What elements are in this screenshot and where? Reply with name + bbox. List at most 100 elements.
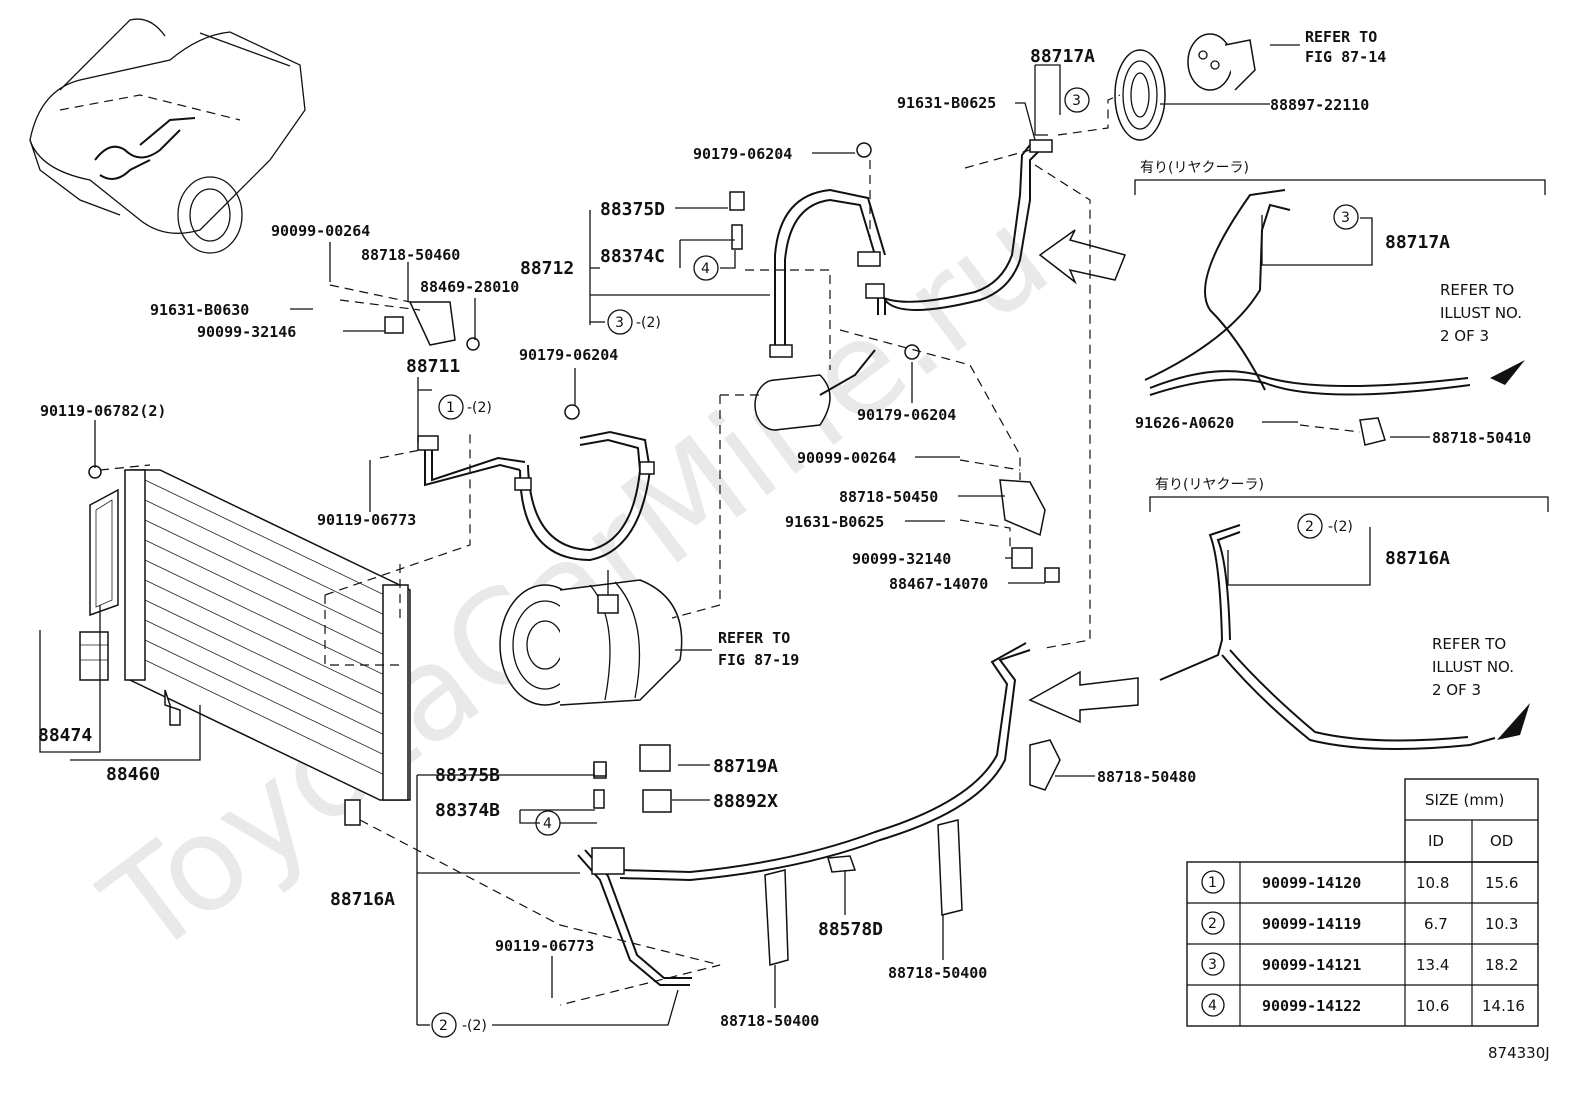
figure-id: 874330J (1488, 1044, 1550, 1062)
flow-arrow-upper (1038, 229, 1127, 285)
label-88718-50460: 88718-50460 (361, 246, 460, 264)
suction-pipe-88717A-illustration (865, 139, 1053, 315)
row-3-od: 18.2 (1485, 956, 1518, 974)
label-90179-06204-top: 90179-06204 (693, 145, 792, 163)
discharge-hose-illustration (754, 188, 886, 431)
label-88469-28010: 88469-28010 (420, 278, 519, 296)
circled-callouts: 3 4 3 -(2) 1 -(2) 3 2 -(2) 4 2 -(2) (431, 87, 1359, 1038)
row-1-part: 90099-14120 (1262, 874, 1361, 892)
label-88474: 88474 (38, 725, 92, 746)
liquid-pipe-88716A-illustration (577, 642, 1031, 986)
label-88578D: 88578D (818, 919, 883, 940)
row-4-id: 10.6 (1416, 997, 1449, 1015)
rear-cooler-pipe-upper-illustration (1144, 189, 1471, 396)
rear-cooler-note-lower: 有り(リヤクーラ) (1155, 477, 1264, 493)
label-88718-50410: 88718-50410 (1432, 429, 1531, 447)
callout-2-right: 2 (1305, 519, 1314, 535)
table-row: 4 90099-14122 10.6 14.16 (1201, 993, 1525, 1017)
refer-fig-87-19-line2: FIG 87-19 (718, 651, 799, 669)
row-2-part: 90099-14119 (1262, 915, 1361, 933)
label-88718-50450: 88718-50450 (839, 488, 938, 506)
compressor-illustration (499, 570, 683, 706)
clamps-and-brackets (88, 142, 1386, 966)
refer-fig-87-14-line2: FIG 87-14 (1305, 48, 1386, 66)
callout-2-low-qty: -(2) (462, 1018, 487, 1034)
seal-ring-illustration (1114, 49, 1166, 141)
row-2-id: 6.7 (1424, 915, 1448, 933)
label-88716A-left: 88716A (330, 889, 395, 910)
row-4-part: 90099-14122 (1262, 997, 1361, 1015)
label-88467-14070: 88467-14070 (889, 575, 988, 593)
label-90099-32146: 90099-32146 (197, 323, 296, 341)
callout-3-right: 3 (1341, 210, 1350, 226)
label-90179-06204-mid: 90179-06204 (519, 346, 618, 364)
row-1-od: 15.6 (1485, 874, 1518, 892)
label-91626-A0620: 91626-A0620 (1135, 414, 1234, 432)
label-88717A-top: 88717A (1030, 46, 1095, 67)
callout-4-low: 4 (543, 816, 552, 832)
label-88718-50400-a: 88718-50400 (888, 964, 987, 982)
refer-fig-87-19-line1: REFER TO (718, 629, 790, 647)
row-3-num: 3 (1208, 957, 1217, 973)
row-1-id: 10.8 (1416, 874, 1449, 892)
label-88897-22110: 88897-22110 (1270, 96, 1369, 114)
row-1-num: 1 (1208, 875, 1217, 891)
table-row: 3 90099-14121 13.4 18.2 (1201, 952, 1518, 976)
refer-illust-upper-line3: 2 OF 3 (1440, 327, 1489, 345)
label-90179-06204-right: 90179-06204 (857, 406, 956, 424)
condenser-illustration (124, 469, 411, 826)
refer-illust-lower-line3: 2 OF 3 (1432, 681, 1481, 699)
row-3-id: 13.4 (1416, 956, 1449, 974)
label-88711: 88711 (406, 356, 460, 377)
refer-illust-upper-line2: ILLUST NO. (1440, 304, 1522, 322)
row-2-num: 2 (1208, 916, 1217, 932)
refer-fig-87-14-line1: REFER TO (1305, 28, 1377, 46)
label-90099-00264-left: 90099-00264 (271, 222, 370, 240)
row-3-part: 90099-14121 (1262, 956, 1361, 974)
callout-3-top: 3 (1072, 93, 1081, 109)
label-90119-06782: 90119-06782(2) (40, 402, 166, 420)
refer-arrow-lower (1497, 703, 1530, 740)
callout-1-mid: 1 (446, 400, 455, 416)
flow-arrow-lower (1028, 670, 1139, 724)
label-88374C: 88374C (600, 246, 665, 267)
expansion-valve-illustration (1187, 33, 1256, 91)
label-88375D: 88375D (600, 199, 665, 220)
label-91631-B0630: 91631-B0630 (150, 301, 249, 319)
label-88717A-right: 88717A (1385, 232, 1450, 253)
label-88712: 88712 (520, 258, 574, 279)
label-90119-06773-a: 90119-06773 (317, 511, 416, 529)
vehicle-outline-illustration (29, 18, 306, 254)
size-table-header: SIZE (mm) (1425, 791, 1504, 809)
suction-hose-illustration (417, 430, 655, 562)
label-88374B: 88374B (435, 800, 500, 821)
refer-illust-lower-line2: ILLUST NO. (1432, 658, 1514, 676)
rear-cooler-note-upper: 有り(リヤクーラ) (1140, 160, 1249, 176)
label-88719A: 88719A (713, 756, 778, 777)
callout-3-mid-qty: -(2) (636, 315, 661, 331)
table-row: 2 90099-14119 6.7 10.3 (1201, 911, 1518, 935)
row-2-od: 10.3 (1485, 915, 1518, 933)
label-88718-50480: 88718-50480 (1097, 768, 1196, 786)
label-91631-B0625-right: 91631-B0625 (785, 513, 884, 531)
leader-lines (39, 44, 1430, 1026)
variant-notes: 有り(リヤクーラ) 有り(リヤクーラ) (1134, 160, 1549, 512)
refer-illust-lower-line1: REFER TO (1432, 635, 1506, 653)
callout-3-mid: 3 (615, 315, 624, 331)
label-88716A-right: 88716A (1385, 548, 1450, 569)
table-row: 1 90099-14120 10.8 15.6 (1201, 870, 1518, 894)
size-table-col-id: ID (1428, 832, 1444, 850)
label-90099-32140: 90099-32140 (852, 550, 951, 568)
label-90099-00264-right: 90099-00264 (797, 449, 896, 467)
oring-size-table: SIZE (mm) ID OD 1 90099-14120 10.8 15.6 … (1186, 778, 1539, 1027)
reference-notes: REFER TO FIG 87-14 REFER TO FIG 87-19 RE… (718, 28, 1522, 699)
callout-2-right-qty: -(2) (1328, 519, 1353, 535)
size-table-col-od: OD (1490, 832, 1513, 850)
label-90119-06773-b: 90119-06773 (495, 937, 594, 955)
callout-1-mid-qty: -(2) (467, 400, 492, 416)
row-4-od: 14.16 (1482, 997, 1525, 1015)
label-88375B: 88375B (435, 765, 500, 786)
label-91631-B0625-top: 91631-B0625 (897, 94, 996, 112)
